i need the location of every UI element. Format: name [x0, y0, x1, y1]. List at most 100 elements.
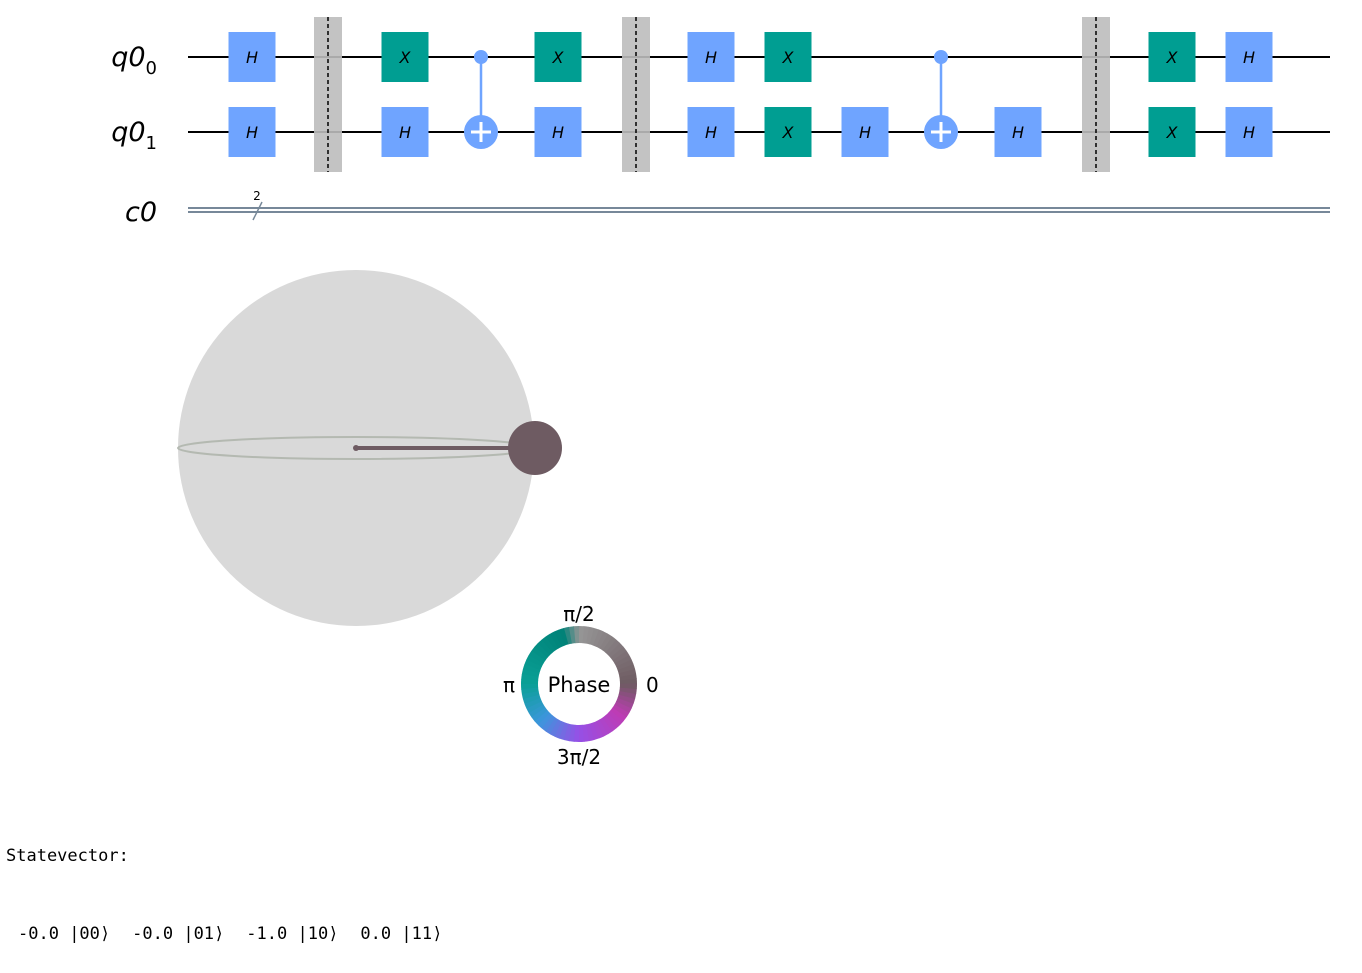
phase-wheel-segment: [586, 723, 595, 742]
phase-wheel-segment: [619, 683, 637, 690]
phase-wheel-segment: [614, 654, 632, 667]
h-gate: [534, 107, 582, 157]
cnot-control-dot: [934, 50, 948, 64]
phase-wheel-segment: [522, 694, 541, 705]
qubit-label-subscript: 1: [146, 133, 157, 154]
classical-bundle-width: 2: [253, 189, 261, 203]
statevector-term: -0.0 |01⟩: [132, 921, 224, 947]
classical-register-label: c0: [125, 197, 157, 228]
gate-label: X: [552, 48, 565, 67]
phase-wheel-segment: [528, 650, 546, 664]
gate-label: H: [1243, 48, 1255, 67]
phase-tick-bottom: 3π/2: [557, 745, 601, 769]
phase-wheel-segment: [612, 650, 630, 664]
phase-wheel-segment: [534, 710, 551, 726]
phase-wheel-center-label: Phase: [548, 673, 611, 697]
phase-wheel-segment: [602, 636, 617, 653]
phase-wheel-segment: [553, 629, 565, 648]
x-gate: [1148, 32, 1196, 82]
phase-wheel-segment: [568, 724, 576, 742]
phase-wheel-segment: [521, 691, 540, 700]
qsphere: [177, 270, 562, 626]
qubit-label-0: q00: [111, 42, 157, 79]
gate-label: H: [246, 123, 258, 142]
qubit-label-base: q0: [111, 117, 145, 148]
statevector-ket: |10⟩: [297, 924, 339, 944]
phase-wheel-segment: [526, 701, 544, 714]
phase-wheel-segment: [537, 639, 553, 656]
statevector-term: -1.0 |10⟩: [246, 921, 338, 947]
h-gate: [841, 107, 889, 157]
statevector-ket: |01⟩: [183, 924, 225, 944]
statevector-terms: -0.0 |00⟩ -0.0 |01⟩ -1.0 |10⟩ 0.0 |11⟩: [18, 921, 464, 947]
statevector-amplitude: -0.0: [132, 924, 184, 944]
gate-label: H: [705, 123, 717, 142]
phase-wheel-segment: [528, 704, 546, 718]
h-gate: [994, 107, 1042, 157]
statevector-term: -0.0 |00⟩: [18, 921, 110, 947]
qubit-label-subscript: 0: [146, 58, 157, 79]
phase-wheel-segment: [610, 707, 627, 722]
gate-label: H: [246, 48, 258, 67]
phase-wheel-segment: [545, 633, 559, 651]
statevector-title: Statevector:: [6, 846, 129, 866]
phase-wheel-segment: [616, 697, 634, 709]
phase-wheel-segment: [534, 642, 551, 658]
phase-wheel-segment: [526, 655, 544, 668]
phase-wheel-segment: [610, 646, 627, 661]
phase-wheel-segment: [554, 721, 566, 739]
phase-wheel-segment: [605, 639, 621, 656]
phase-wheel-segment: [521, 673, 539, 681]
phase-wheel-segment: [558, 627, 569, 646]
statevector-amplitude: 0.0: [360, 924, 402, 944]
phase-wheel-segment: [617, 663, 636, 674]
h-gate: [228, 107, 276, 157]
wire-labels: q00 q01 c0: [111, 42, 157, 228]
phase-wheel-segment: [596, 719, 609, 737]
phase-wheel-segment: [592, 629, 604, 647]
gate-label: H: [399, 123, 411, 142]
gate-label: X: [1166, 48, 1179, 67]
phase-wheel-segment: [578, 626, 585, 644]
phase-wheel-segment: [559, 722, 569, 741]
h-gate: [1225, 32, 1273, 82]
phase-wheel-segment: [589, 627, 599, 646]
phase-wheel-segment: [619, 687, 637, 695]
statevector-ket: |11⟩: [401, 924, 443, 944]
phase-wheel-segment: [573, 724, 580, 742]
gate-label: X: [399, 48, 412, 67]
phase-wheel-segment: [524, 659, 542, 671]
phase-wheel-segment: [617, 694, 636, 704]
h-gate: [381, 107, 429, 157]
phase-wheel-segment: [618, 668, 637, 677]
statevector-amplitude: -1.0: [246, 924, 298, 944]
phase-wheel-segment: [619, 673, 637, 681]
h-gate: [1225, 107, 1273, 157]
phase-wheel-segment: [522, 664, 541, 674]
phase-wheel-segment: [599, 717, 613, 735]
gate-label: H: [1012, 123, 1024, 142]
phase-wheel-segment: [582, 626, 590, 644]
circuit-wires: 2: [188, 56, 1330, 221]
h-gate: [687, 107, 735, 157]
phase-wheel-segment: [563, 626, 572, 645]
phase-wheel-segment: [568, 626, 576, 644]
x-gate: [764, 32, 812, 82]
cnot-control-dot: [474, 50, 488, 64]
phase-wheel-segment: [605, 712, 621, 729]
phase-wheel-segment: [607, 710, 624, 726]
phase-wheel-segment: [595, 631, 608, 649]
phase-wheel-segment: [615, 658, 634, 670]
x-gate: [381, 32, 429, 82]
statevector-term: 0.0 |11⟩: [360, 921, 442, 947]
phase-wheel-segment: [521, 678, 539, 685]
phase-tick-right: 0: [646, 673, 659, 697]
gate-label: X: [1166, 123, 1179, 142]
qsphere-state-point: [508, 421, 562, 475]
phase-wheel-segment: [589, 722, 600, 741]
phase-wheel-segment: [541, 715, 556, 732]
phase-wheel-segment: [531, 707, 548, 722]
